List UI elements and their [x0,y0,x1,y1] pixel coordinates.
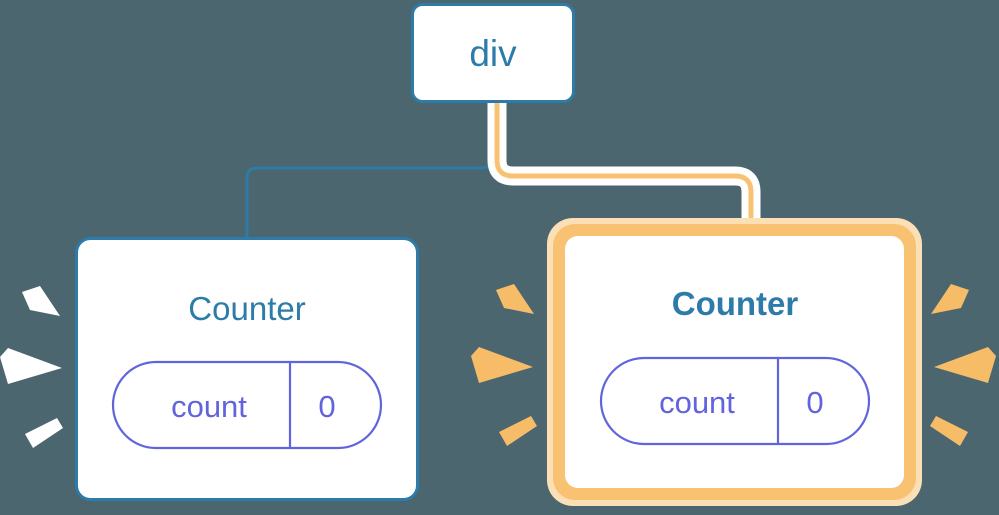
burst-ray-upper-left-orange [496,284,534,314]
prop-pill-value: 0 [318,389,335,424]
burst-left-counter [0,286,63,448]
node-div-label: div [469,33,517,74]
node-counter-left[interactable]: Counter count 0 [75,237,419,501]
node-div-card[interactable] [411,3,575,103]
node-counter-right[interactable]: Counter count 0 [547,218,922,506]
burst-ray-middle-left-orange [471,347,533,383]
burst-ray-middle-left [0,348,62,384]
burst-right-counter-left-side [471,284,537,446]
connector-div-to-left-counter [245,102,493,240]
node-counter-left-label: Counter [188,290,305,327]
prop-pill-value: 0 [806,385,823,420]
node-counter-right-prop-pill: count 0 [599,356,871,446]
burst-ray-lower-right-orange [930,416,968,446]
burst-right-counter-right-side [930,284,996,446]
node-counter-right-card[interactable] [565,236,904,488]
burst-ray-middle-right-orange [934,347,996,383]
node-counter-right-label: Counter [672,285,799,322]
node-counter-left-card[interactable] [75,237,419,501]
prop-pill-name: count [171,389,247,424]
prop-pill-outline [599,356,871,446]
connector-layer [245,102,761,240]
prop-pill-name: count [659,385,735,420]
connector-div-to-right-counter [494,102,754,235]
burst-ray-lower-left [25,418,63,448]
burst-ray-upper-right-orange [931,284,969,314]
prop-pill-outline [111,360,383,450]
burst-ray-lower-left-orange [499,416,537,446]
node-div[interactable]: div [411,3,575,103]
burst-ray-upper-left [22,286,60,316]
node-counter-left-prop-pill: count 0 [111,360,383,450]
connector-div-to-right-counter-halo [487,102,761,235]
